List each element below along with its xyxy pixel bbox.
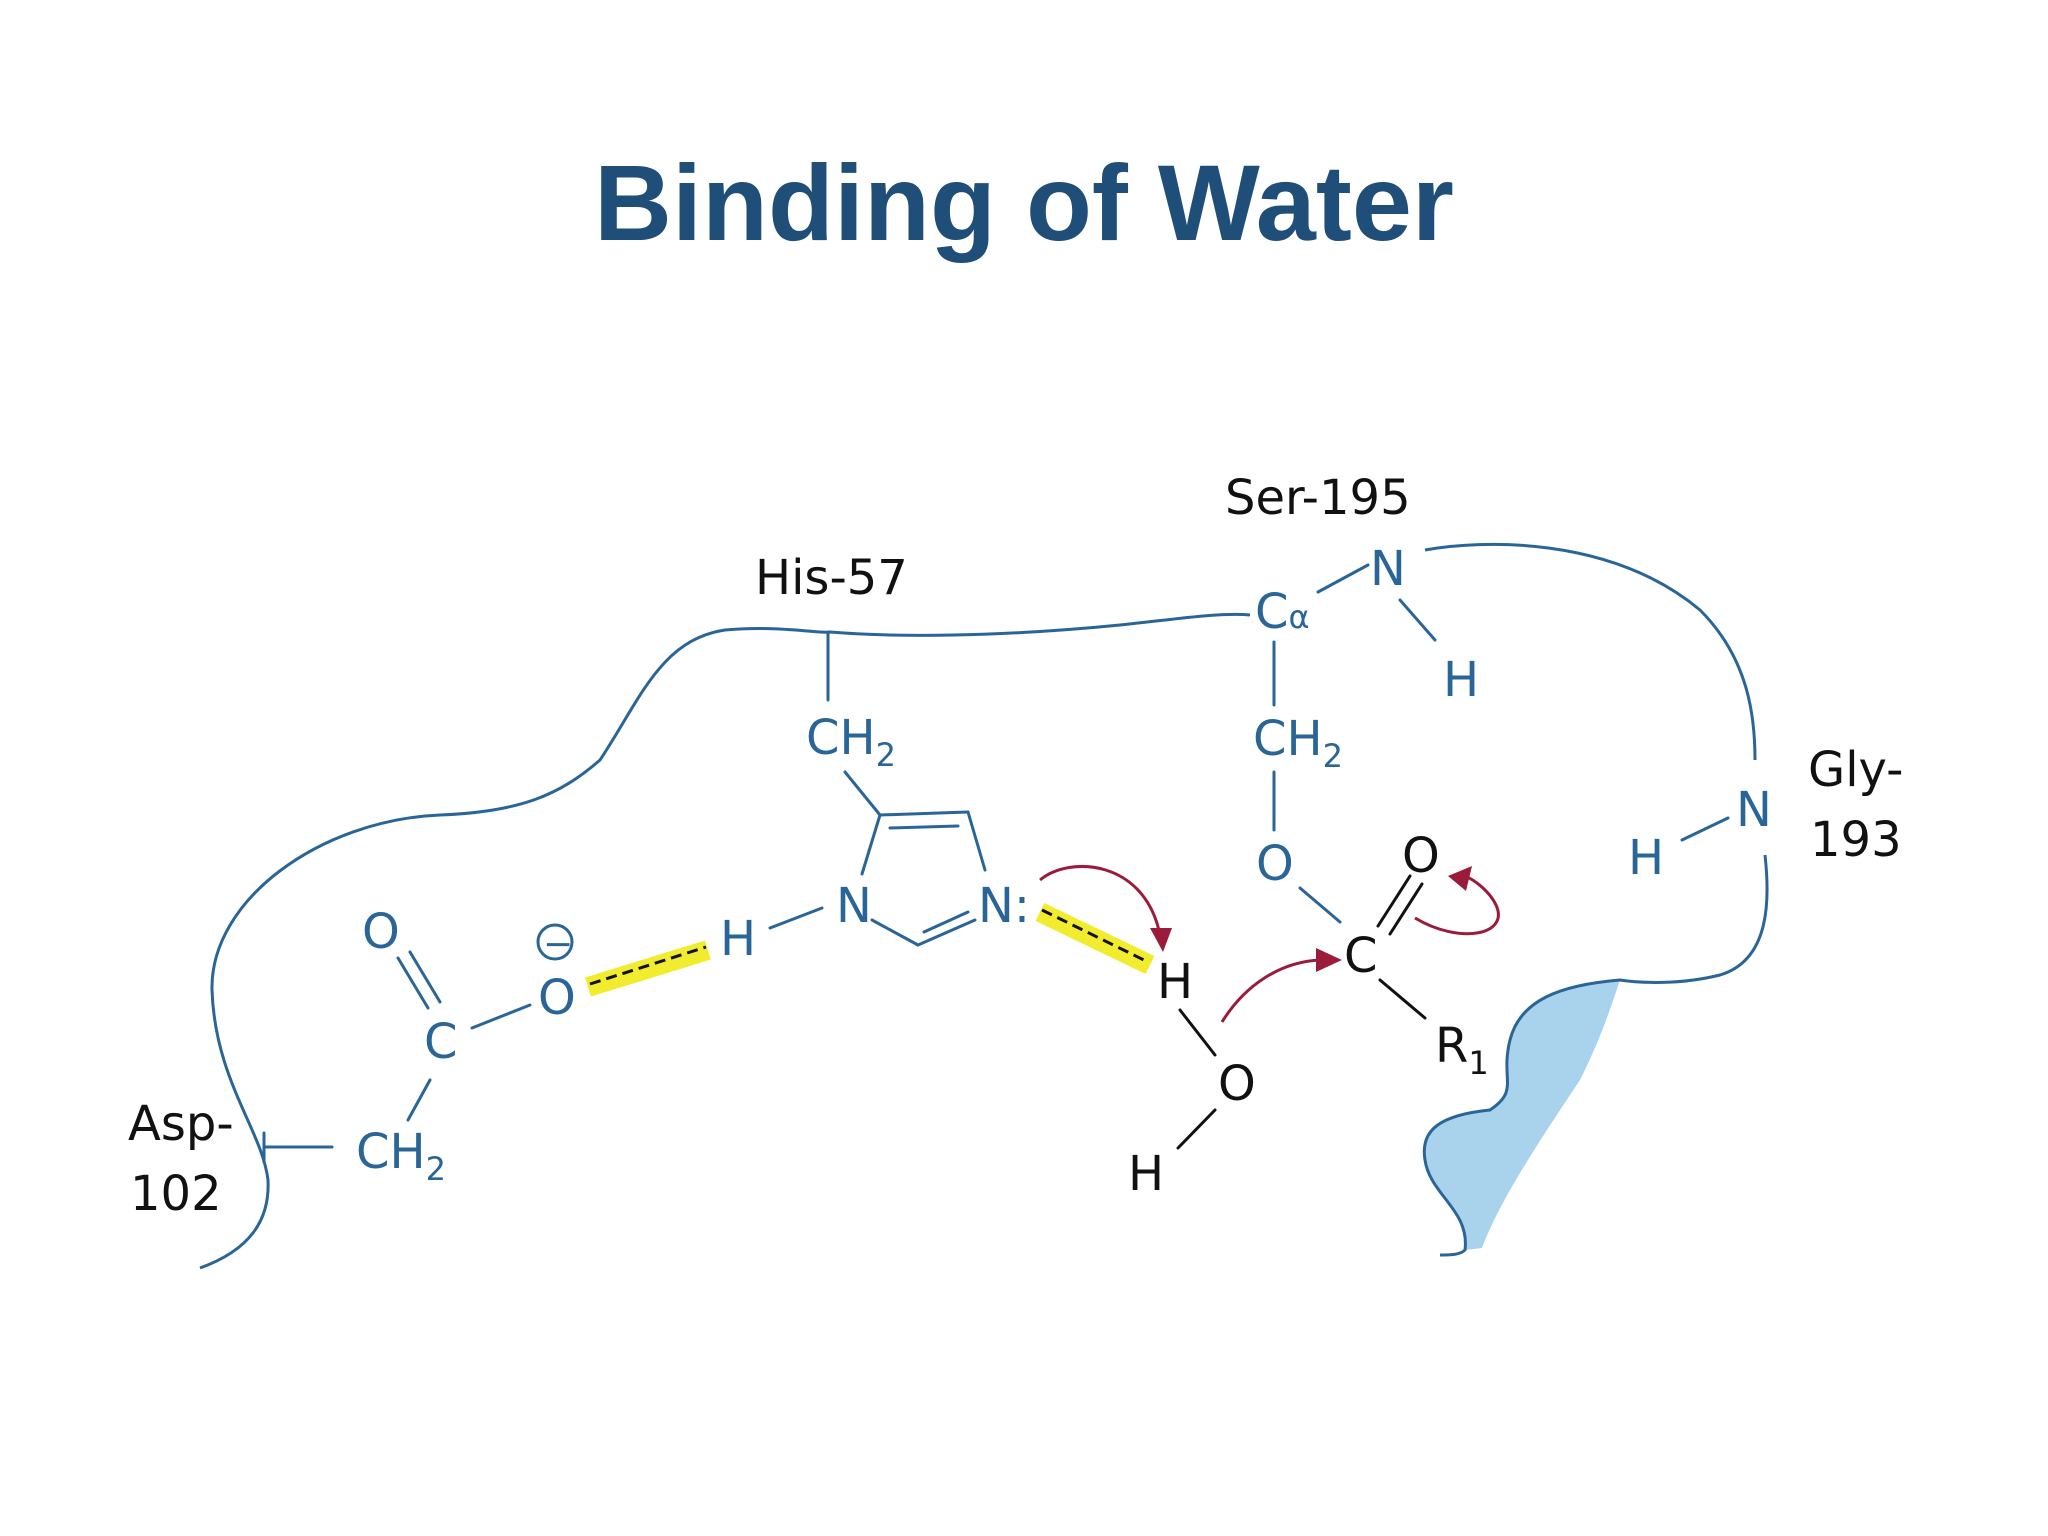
asp-co-double-bond-1 — [396, 956, 430, 1010]
ser-n-h-bond — [1398, 598, 1437, 642]
arrowhead-his-to-water-h — [1150, 928, 1172, 952]
water-o: O — [1218, 1056, 1256, 1112]
gly-n: N — [1736, 782, 1772, 838]
his-ring-c4-c5 — [878, 810, 970, 817]
substrate-c-r1-bond — [1378, 978, 1427, 1020]
his-ring-c5-n3 — [966, 810, 987, 872]
arrow-carbonyl-to-oxygen — [1414, 874, 1500, 936]
asp-ch2: CH2 — [356, 1124, 446, 1188]
negative-charge-sign: − — [543, 924, 573, 965]
asp-co-double-bond-2 — [408, 950, 442, 1004]
asp-102-label-line2: 102 — [130, 1166, 222, 1222]
ser-o: O — [1256, 836, 1294, 892]
substrate-co-double-bond-1 — [1376, 874, 1412, 928]
ser-calpha-n-bond — [1316, 563, 1370, 594]
asp-102-label-line1: Asp- — [128, 1096, 234, 1152]
his-ch2: CH2 — [806, 710, 896, 774]
substrate-c: C — [1344, 928, 1378, 984]
hbond-highlight-asp-his — [585, 940, 711, 997]
gly-193-label-line2: 193 — [1810, 812, 1902, 868]
his-57-label: His-57 — [755, 550, 908, 606]
ser-nh-h: H — [1443, 652, 1479, 708]
his-ring-c2-n3 — [916, 918, 977, 947]
protein-backbone-lower-right — [1422, 854, 1769, 1257]
arrow-water-to-carbonyl — [1220, 958, 1321, 1023]
hbond-asp-his — [589, 945, 707, 986]
water-h-top: H — [1157, 954, 1193, 1010]
his-ring-c2-n3-double — [922, 910, 970, 934]
ser-c-alpha-c: C — [1255, 584, 1289, 640]
his-n1-h-bond — [768, 906, 824, 930]
water-h-o-bond — [1178, 1008, 1217, 1057]
gly-193-label-line1: Gly- — [1808, 742, 1903, 798]
asp-o-minus: O — [538, 970, 576, 1026]
asp-c: C — [424, 1014, 458, 1070]
his-ch2-ring-bond — [843, 770, 882, 817]
ser-195-label: Ser-195 — [1225, 470, 1411, 526]
arrow-his-to-water-h — [1039, 865, 1162, 936]
ser-n: N — [1370, 541, 1406, 597]
protein-backbone-right — [1424, 542, 1757, 761]
gly-n-h-bond — [1680, 816, 1730, 842]
ser-ch2: CH2 — [1253, 711, 1343, 775]
his-n3: N: — [978, 878, 1030, 934]
protein-backbone — [199, 612, 1251, 1270]
water-h-bottom: H — [1128, 1146, 1164, 1202]
asp-ch2-c-bond — [406, 1078, 432, 1122]
substrate-o: O — [1402, 828, 1440, 884]
his-ring-c4-c5-double — [888, 824, 960, 830]
negative-charge-circle — [536, 923, 574, 961]
substrate-co-double-bond-2 — [1388, 882, 1424, 936]
his-n1: N — [836, 878, 872, 934]
slide-title: Binding of Water — [594, 142, 1454, 263]
ser-c-alpha: Cα — [1255, 584, 1310, 640]
his-ring-n1-c2 — [870, 918, 920, 947]
arrowhead-water-to-carbonyl — [1316, 948, 1342, 972]
gly-nh-h: H — [1628, 830, 1664, 886]
hbond-his-water — [1041, 908, 1149, 964]
oxyanion-pocket — [1424, 980, 1620, 1250]
arrowhead-carbonyl-to-oxygen — [1448, 866, 1472, 891]
ser-alpha: α — [1289, 598, 1310, 636]
hbond-highlight-his-water — [1035, 902, 1155, 975]
asp-c-o-single-bond — [470, 1003, 532, 1030]
water-o-h-bond — [1176, 1108, 1217, 1150]
substrate-r1: R1 — [1435, 1018, 1489, 1082]
ser-o-substrate-c-bond — [1298, 886, 1342, 924]
his-nh-h: H — [720, 911, 756, 967]
his-ring-c4-n1 — [860, 813, 882, 876]
asp-o-double: O — [362, 904, 400, 960]
